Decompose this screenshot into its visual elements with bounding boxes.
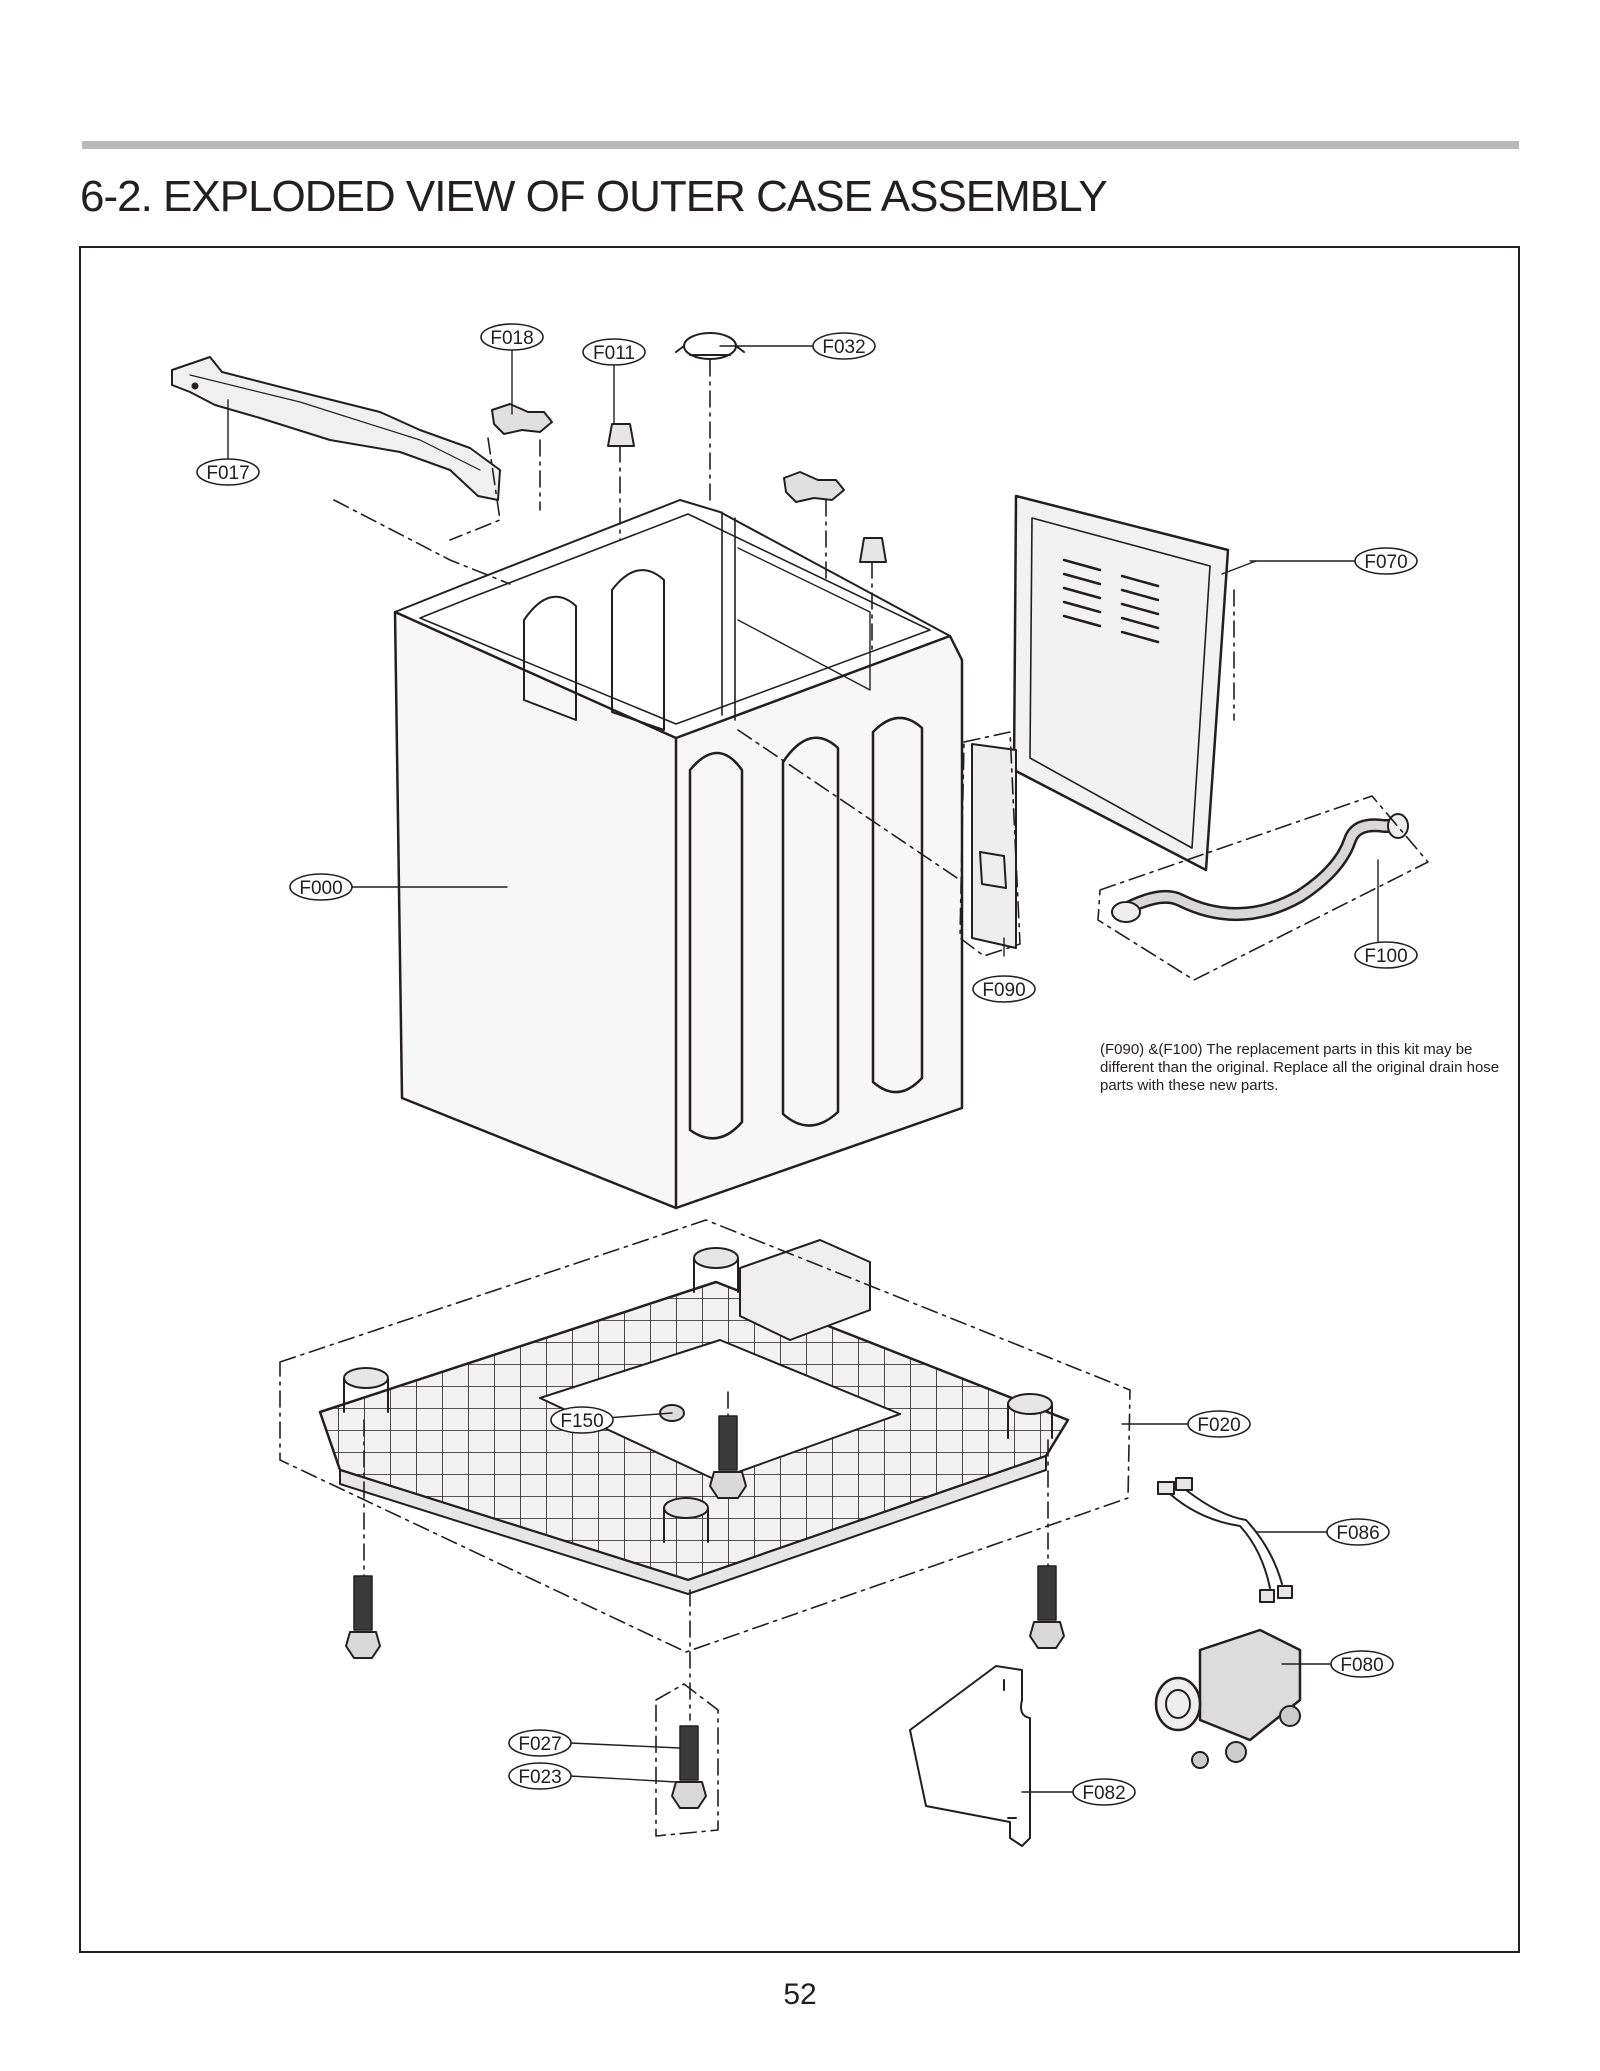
callout-f086: F086 [1326, 1518, 1390, 1546]
svg-text:F082: F082 [1082, 1783, 1125, 1804]
top-rule [82, 141, 1519, 149]
callout-f080: F080 [1330, 1650, 1394, 1678]
svg-text:F011: F011 [593, 343, 635, 364]
section-title: 6-2. EXPLODED VIEW OF OUTER CASE ASSEMBL… [80, 172, 1108, 221]
svg-text:F020: F020 [1197, 1415, 1240, 1436]
callout-f011: F011 [582, 338, 646, 366]
callout-f023: F023 [508, 1762, 572, 1790]
svg-text:F017: F017 [206, 463, 249, 484]
corner-bracket-part [491, 403, 845, 503]
wire-harness-part [1157, 1477, 1293, 1603]
leveling-foot-part [345, 1415, 1065, 1809]
top-rail-part [171, 356, 501, 501]
cover-plate-part [909, 1665, 1031, 1847]
callout-f018: F018 [480, 323, 544, 351]
callout-f100: F100 [1354, 941, 1418, 969]
callout-f090: F090 [972, 975, 1036, 1003]
diagram-frame [79, 246, 1520, 1953]
base-frame-part [318, 1239, 1070, 1595]
svg-text:F032: F032 [822, 337, 865, 358]
callout-f027: F027 [508, 1729, 572, 1757]
svg-text:F080: F080 [1340, 1655, 1383, 1676]
callout-f070: F070 [1354, 547, 1418, 575]
svg-text:F023: F023 [518, 1767, 561, 1788]
svg-text:F086: F086 [1336, 1523, 1379, 1544]
callout-f150: F150 [550, 1406, 614, 1434]
svg-text:F070: F070 [1364, 552, 1407, 573]
drain-pump-part [1154, 1628, 1302, 1769]
callout-f032: F032 [812, 332, 876, 360]
rear-panel-part [1012, 494, 1230, 872]
page-number: 52 [783, 1978, 817, 2011]
replacement-note: (F090) &(F100) The replacement parts in … [1100, 1041, 1500, 1094]
svg-text:F027: F027 [518, 1734, 561, 1755]
svg-text:F000: F000 [299, 878, 342, 899]
svg-text:F100: F100 [1364, 946, 1407, 967]
drain-hose-bracket-part [971, 743, 1017, 949]
callout-f000: F000 [289, 873, 353, 901]
dashed-outlines [279, 359, 1429, 1837]
callout-f082: F082 [1072, 1778, 1136, 1806]
svg-text:F090: F090 [982, 980, 1025, 1001]
bushing-part [607, 423, 887, 563]
callout-f020: F020 [1187, 1410, 1251, 1438]
outer-cabinet-part [393, 499, 964, 1210]
svg-text:F150: F150 [560, 1411, 603, 1432]
svg-text:F018: F018 [490, 328, 533, 349]
callout-f017: F017 [196, 458, 260, 486]
